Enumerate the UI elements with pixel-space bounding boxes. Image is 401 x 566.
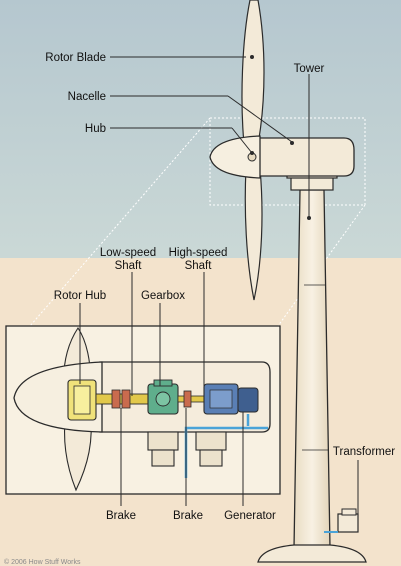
label-generator: Generator	[224, 510, 276, 522]
nacelle	[239, 137, 355, 177]
hub	[209, 135, 261, 179]
label-low-speed-shaft-line1: Low-speed	[100, 247, 156, 259]
inset-brake-right	[183, 390, 192, 408]
leader-dots	[250, 55, 311, 220]
rotor-blade-upper	[241, 0, 265, 145]
label-high-speed-shaft-line2: Shaft	[185, 260, 213, 272]
label-rotor-blade: Rotor Blade	[45, 52, 106, 64]
label-gearbox: Gearbox	[141, 290, 185, 302]
label-rotor-hub: Rotor Hub	[54, 290, 106, 302]
copyright-text: © 2006 How Stuff Works	[4, 558, 81, 566]
inset-brake-left	[111, 389, 131, 409]
rotor-blade-lower	[244, 167, 263, 301]
label-high-speed-shaft-line1: High-speed	[169, 247, 228, 259]
inset-generator	[203, 383, 259, 415]
transformer	[337, 508, 359, 533]
inset-leader-lines	[79, 272, 244, 506]
label-tower: Tower	[294, 63, 325, 75]
label-low-speed-shaft-line2: Shaft	[115, 260, 143, 272]
inset-rotor-hub	[67, 379, 97, 421]
tower	[286, 171, 338, 549]
label-nacelle: Nacelle	[68, 91, 106, 103]
label-brake-left: Brake	[106, 510, 136, 522]
leader-lines	[110, 56, 311, 219]
inset-gearbox	[147, 379, 179, 415]
tower-base	[257, 544, 367, 563]
inset-callout-lines	[29, 117, 366, 327]
label-brake-right: Brake	[173, 510, 203, 522]
label-transformer: Transformer	[333, 446, 395, 458]
label-hub: Hub	[85, 123, 106, 135]
inset-supports	[147, 431, 227, 467]
